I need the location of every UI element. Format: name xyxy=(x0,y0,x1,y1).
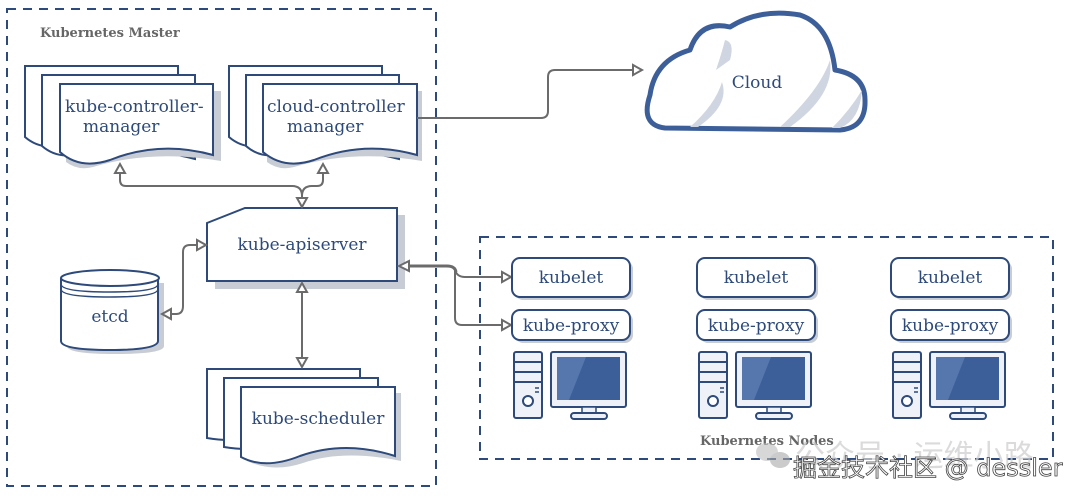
worker-node-1[interactable]: kubelet kube-proxy xyxy=(511,257,633,420)
connector-kcm-apiserver xyxy=(119,170,303,203)
arrow-head-apiserver-right xyxy=(396,259,410,273)
kubelet-label: kubelet xyxy=(918,268,983,288)
kube-controller-manager-node[interactable]: kube-controller- manager xyxy=(24,65,221,169)
etcd-label: etcd xyxy=(91,307,128,327)
arrow-head-kubelet xyxy=(501,270,514,284)
kube-controller-manager-label-line1: kube-controller- xyxy=(65,97,204,117)
arrow-head-apiserver-bottom xyxy=(295,280,309,293)
kube-controller-manager-label-line2: manager xyxy=(83,117,160,137)
kubelet-label: kubelet xyxy=(539,268,604,288)
kube-proxy-label: kube-proxy xyxy=(523,316,620,336)
arrow-head-apiserver-top xyxy=(295,197,309,210)
master-boundary xyxy=(6,8,437,487)
kube-scheduler-label: kube-scheduler xyxy=(252,409,386,429)
wechat-icon xyxy=(756,443,790,468)
cloud-node[interactable]: Cloud xyxy=(644,10,868,133)
arrow-head-kube-proxy xyxy=(501,318,514,332)
kube-proxy-box[interactable] xyxy=(890,309,1010,341)
connector-etcd-apiserver xyxy=(170,244,198,315)
etcd-node[interactable]: etcd xyxy=(60,269,164,354)
kubelet-box[interactable] xyxy=(511,257,631,298)
wechat-watermark: 公众号 · 运维小路 xyxy=(756,439,1034,474)
arrow-head-ccm xyxy=(316,161,330,174)
kube-scheduler-node[interactable]: kube-scheduler xyxy=(206,368,401,468)
kubelet-box[interactable] xyxy=(890,257,1010,298)
juejin-watermark-text: 掘金技术社区 @ dessler xyxy=(793,454,1063,482)
kube-proxy-box[interactable] xyxy=(696,309,816,341)
kube-proxy-label: kube-proxy xyxy=(902,316,999,336)
arrow-head-etcd xyxy=(159,307,172,321)
connector-apiserver-nodes xyxy=(407,264,458,273)
worker-node-2[interactable]: kubelet kube-proxy xyxy=(696,257,818,420)
nodes-boundary xyxy=(479,236,1054,460)
arrow-head-apiserver-left xyxy=(196,238,209,252)
computer-icon xyxy=(698,351,812,420)
kube-apiserver-node[interactable]: kube-apiserver xyxy=(206,207,405,289)
cloud-controller-manager-label-line1: cloud-controller xyxy=(267,97,406,117)
arrow-head-scheduler xyxy=(295,357,309,370)
connectors xyxy=(113,63,645,370)
kube-apiserver-label: kube-apiserver xyxy=(237,235,367,255)
cloud-controller-manager-node[interactable]: cloud-controller manager xyxy=(228,65,422,169)
computer-icon xyxy=(892,351,1006,420)
connector-ccm-cloud xyxy=(417,69,634,119)
wechat-watermark-text: 公众号 · 运维小路 xyxy=(795,439,1034,474)
kubelet-box[interactable] xyxy=(696,257,816,298)
kubelet-label: kubelet xyxy=(724,268,789,288)
connector-to-kube-proxy xyxy=(454,270,504,326)
connector-ccm-apiserver xyxy=(301,170,324,197)
master-group-label: Kubernetes Master xyxy=(40,26,180,41)
nodes-group-label: Kubernetes Nodes xyxy=(700,434,834,449)
cloud-label: Cloud xyxy=(732,73,783,93)
kube-proxy-label: kube-proxy xyxy=(708,316,805,336)
worker-node-3[interactable]: kubelet kube-proxy xyxy=(890,257,1012,420)
computer-icon xyxy=(513,351,627,420)
kube-proxy-box[interactable] xyxy=(511,309,631,341)
arrow-head-cloud xyxy=(632,63,645,77)
cloud-controller-manager-label-line2: manager xyxy=(287,117,364,137)
arrow-head-kcm xyxy=(113,161,127,174)
